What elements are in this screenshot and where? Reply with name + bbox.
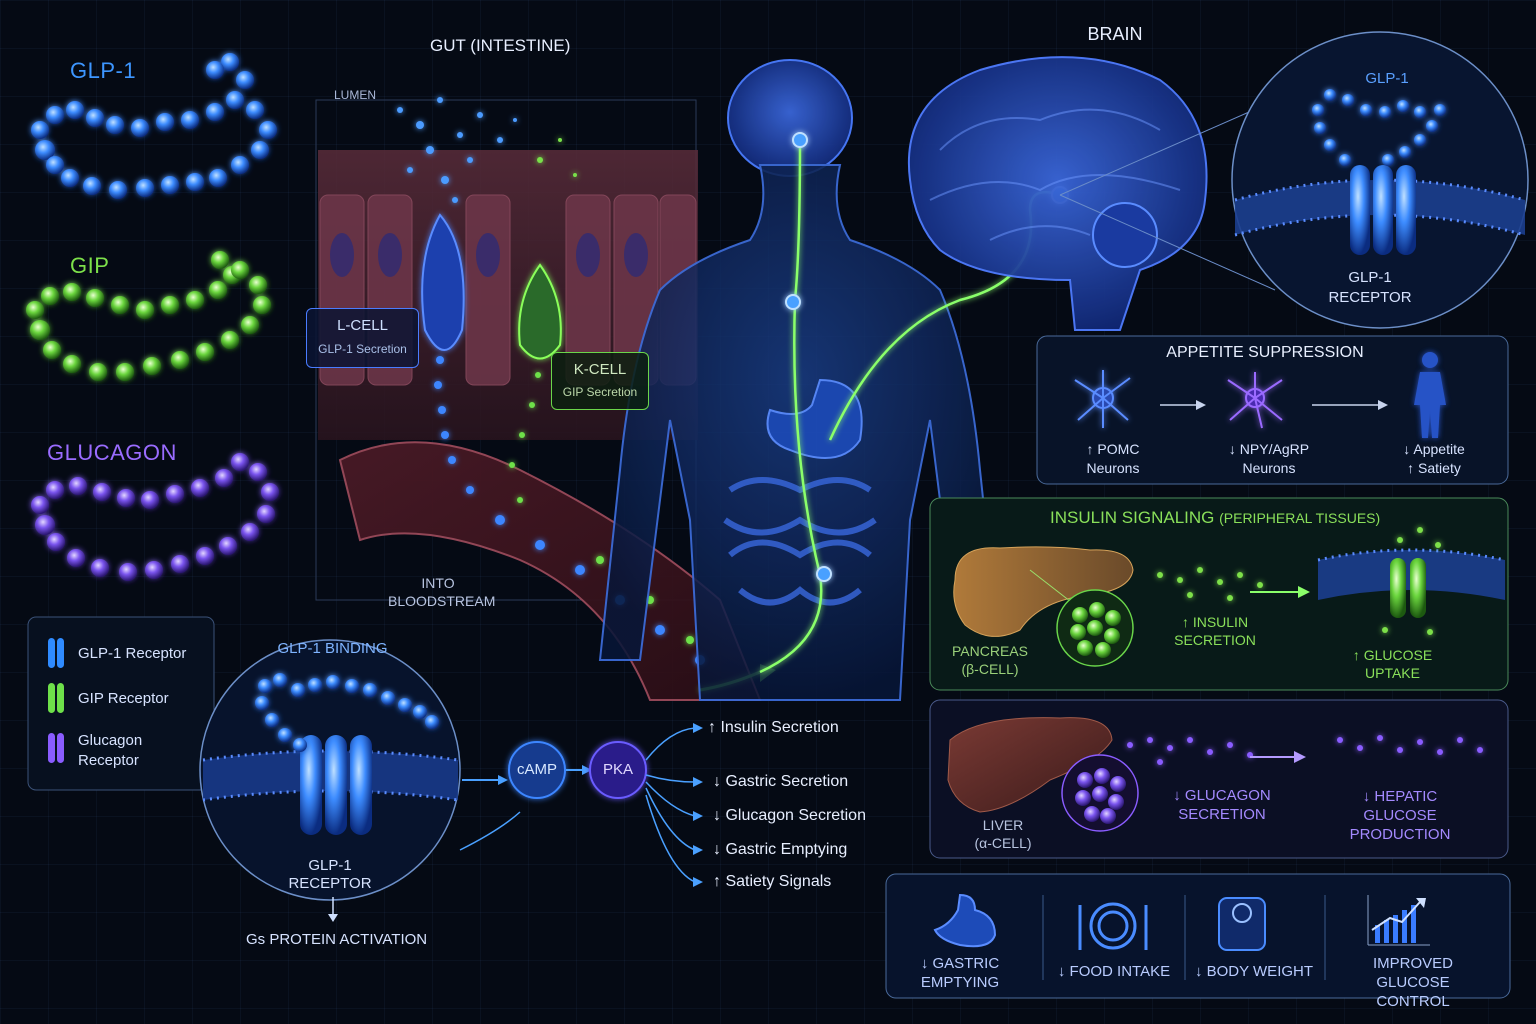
effect-gastric-secretion: ↓ Gastric Secretion xyxy=(713,773,849,790)
npy-line1: ↓ NPY/AgRP xyxy=(1228,441,1310,457)
pancreas-label: PANCREAS (β-CELL) xyxy=(945,642,1035,678)
receptor-line2: RECEPTOR xyxy=(288,875,372,892)
gip-receptor-icon xyxy=(48,683,64,713)
glucose-uptake-line1: ↑ GLUCOSE xyxy=(1352,647,1433,663)
liver-line1: LIVER xyxy=(982,817,1024,833)
effect-insulin: ↑ Insulin Secretion xyxy=(708,719,839,736)
glp1-receptor-icon xyxy=(48,638,64,668)
outcome-food-intake: ↓ FOOD INTAKE xyxy=(1057,963,1171,980)
insulin-title-main: INSULIN SIGNALING xyxy=(1050,508,1215,527)
appetite-line2: ↑ Satiety xyxy=(1407,460,1461,476)
k-cell-title: K-CELL xyxy=(573,361,627,378)
blood-line1: INTO xyxy=(421,575,455,591)
gut-title: GUT (INTESTINE) xyxy=(430,36,571,55)
glucagon-secretion-label: ↓ GLUCAGON SECRETION xyxy=(1164,786,1280,824)
legend-item-gip-receptor: GIP Receptor xyxy=(48,683,169,713)
glp1-title: GLP-1 xyxy=(70,58,137,83)
insulin-title: INSULIN SIGNALING (PERIPHERAL TISSUES) xyxy=(1050,508,1380,528)
l-cell-sub: GLP-1 Secretion xyxy=(318,342,407,356)
npy-line2: Neurons xyxy=(1242,460,1296,476)
binding-receptor-label: GLP-1 RECEPTOR xyxy=(280,857,380,893)
glp1-binding-title: GLP-1 BINDING xyxy=(277,640,388,657)
hepatic-glucose-label: ↓ HEPATIC GLUCOSE PRODUCTION xyxy=(1345,787,1455,844)
legend-item-glp1-receptor: GLP-1 Receptor xyxy=(48,638,186,668)
legend-label: GLP-1 Receptor xyxy=(78,644,187,662)
pancreas-line2: (β-CELL) xyxy=(961,661,1019,677)
glucagon-sec-line1: ↓ GLUCAGON xyxy=(1173,787,1271,804)
brain-title: BRAIN xyxy=(1087,24,1143,44)
gip-title: GIP xyxy=(70,253,110,278)
legend-label-line2: Receptor xyxy=(78,752,139,769)
glucose-uptake-label: ↑ GLUCOSE UPTAKE xyxy=(1340,646,1445,682)
into-bloodstream-label: INTO BLOODSTREAM xyxy=(388,574,496,610)
brain-inset-glp1: GLP-1 xyxy=(1365,70,1409,87)
legend-item-glucagon-receptor: Glucagon Receptor xyxy=(48,732,143,771)
l-cell-title: L-CELL xyxy=(337,317,388,334)
lumen-label: LUMEN xyxy=(334,88,377,102)
legend-label: Glucagon xyxy=(78,732,143,749)
appetite-title: APPETITE SUPPRESSION xyxy=(1166,344,1364,361)
hepatic-line3: PRODUCTION xyxy=(1349,826,1451,843)
npy-label: ↓ NPY/AgRP Neurons xyxy=(1214,440,1324,478)
insulin-sec-line2: SECRETION xyxy=(1174,632,1256,648)
insulin-sec-line1: ↑ INSULIN xyxy=(1181,614,1249,630)
outcome-gastric-emptying: ↓ GASTRIC EMPTYING xyxy=(910,954,1010,992)
gs-protein-label: Gs PROTEIN ACTIVATION xyxy=(246,931,428,948)
outcome1-line1: ↓ GASTRIC xyxy=(920,955,1000,972)
appetite-line1: ↓ Appetite xyxy=(1403,441,1465,457)
legend-label: GIP Receptor xyxy=(78,689,169,707)
liver-label: LIVER (α-CELL) xyxy=(958,816,1048,852)
liver-line2: (α-CELL) xyxy=(974,835,1032,851)
glucagon-receptor-icon xyxy=(48,733,64,763)
glucagon-sec-line2: SECRETION xyxy=(1178,806,1266,823)
insulin-secretion-label: ↑ INSULIN SECRETION xyxy=(1165,613,1265,649)
brain-inset-receptor: GLP-1 RECEPTOR xyxy=(1320,268,1420,308)
outcome-glucose-control: IMPROVED GLUCOSE CONTROL xyxy=(1340,954,1486,1011)
effect-gastric-emptying: ↓ Gastric Emptying xyxy=(713,841,848,858)
inset-receptor-line1: GLP-1 xyxy=(1348,269,1392,286)
l-cell-callout: L-CELL GLP-1 Secretion xyxy=(306,308,419,368)
glucose-uptake-line2: UPTAKE xyxy=(1365,665,1420,681)
outcome-body-weight: ↓ BODY WEIGHT xyxy=(1194,963,1314,980)
hepatic-line2: GLUCOSE xyxy=(1363,807,1437,824)
inset-receptor-line2: RECEPTOR xyxy=(1328,289,1412,306)
pka-node: PKA xyxy=(602,761,633,778)
k-cell-sub: GIP Secretion xyxy=(562,385,638,399)
glucagon-title: GLUCAGON xyxy=(47,440,177,465)
hepatic-line1: ↓ HEPATIC xyxy=(1362,788,1438,805)
camp-node: cAMP xyxy=(516,761,557,778)
outcome4-line2: GLUCOSE CONTROL xyxy=(1376,974,1450,1010)
pomc-line1: ↑ POMC xyxy=(1086,441,1140,457)
pancreas-line1: PANCREAS xyxy=(952,643,1028,659)
pomc-line2: Neurons xyxy=(1086,460,1140,476)
insulin-title-sub: (PERIPHERAL TISSUES) xyxy=(1219,510,1381,526)
effect-satiety: ↑ Satiety Signals xyxy=(713,873,832,890)
blood-line2: BLOODSTREAM xyxy=(388,593,496,609)
k-cell-callout: K-CELL GIP Secretion xyxy=(551,352,649,410)
appetite-result-label: ↓ Appetite ↑ Satiety xyxy=(1384,440,1484,478)
outcome1-line2: EMPTYING xyxy=(920,974,1000,991)
receptor-line1: GLP-1 xyxy=(308,857,352,874)
outcome4-line1: IMPROVED xyxy=(1372,955,1453,972)
pomc-label: ↑ POMC Neurons xyxy=(1058,440,1168,478)
effect-glucagon: ↓ Glucagon Secretion xyxy=(713,807,866,824)
